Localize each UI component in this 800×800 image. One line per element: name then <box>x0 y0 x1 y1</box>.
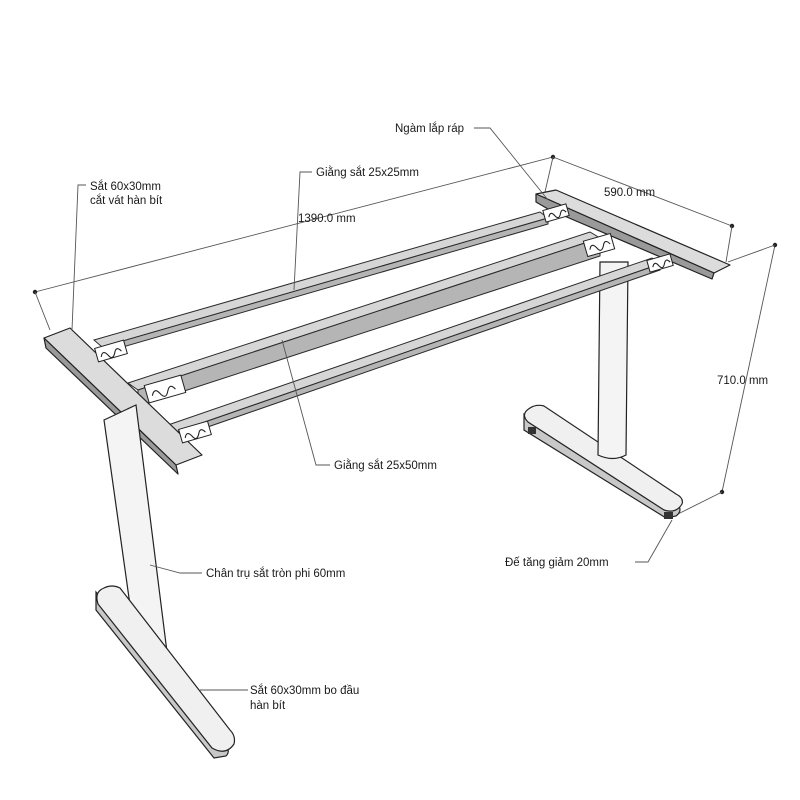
left-foot-top <box>96 585 236 752</box>
leveler-label: Đế tăng giảm 20mm <box>505 557 609 569</box>
joint-label: Ngàm lắp ráp <box>395 122 464 135</box>
right-leg-column <box>597 261 629 460</box>
brace-mid-leader <box>281 339 330 466</box>
leader-lines <box>71 127 673 691</box>
rail-side-label-line1: Sắt 60x30mm <box>90 180 161 193</box>
joint-lock-front-right <box>646 253 674 273</box>
right-foot-leveler-front <box>664 512 673 519</box>
width-dimension-line <box>552 156 733 227</box>
foot-label-line2: hàn bít <box>250 700 286 712</box>
width-dimension-label: 590.0 mm <box>604 187 655 199</box>
length-dimension-line <box>34 156 554 293</box>
leveler-leader <box>635 519 673 563</box>
joint-lock-mid-left <box>143 374 187 404</box>
right-foot-leveler-back <box>528 427 536 434</box>
joint-leader <box>474 127 549 201</box>
joint-lock-mid-right <box>582 232 616 258</box>
length-dimension-label: 1390.0 mm <box>298 213 356 225</box>
brace-mid-label: Giằng sắt 25x50mm <box>334 459 437 472</box>
brace-top-leader <box>293 171 312 291</box>
leg-column-leader <box>149 564 202 574</box>
brace-top-label: Giằng sắt 25x25mm <box>316 166 419 179</box>
dimension-lines <box>32 154 778 516</box>
height-dimension-line <box>721 244 776 493</box>
right-leg-assembly <box>523 261 683 519</box>
height-dimension-label: 710.0 mm <box>717 375 768 387</box>
rail-side-leader <box>71 184 86 331</box>
front-brace-top <box>167 257 662 433</box>
foot-label-line1: Sắt 60x30mm bo đầu <box>250 684 359 697</box>
joint-lock-back-right <box>542 203 570 223</box>
labels: Sắt 60x30mm cắt vát hàn bít Giằng sắt 25… <box>90 122 768 712</box>
leg-column-label: Chân trụ sắt tròn phi 60mm <box>206 567 345 580</box>
joint-lock-front-left <box>178 420 212 444</box>
top-frame <box>43 189 731 475</box>
right-foot-top <box>523 404 683 512</box>
joint-lock-back-left <box>94 339 128 363</box>
left-leg-assembly <box>95 404 236 759</box>
rail-side-label-line2: cắt vát hàn bít <box>90 194 163 207</box>
